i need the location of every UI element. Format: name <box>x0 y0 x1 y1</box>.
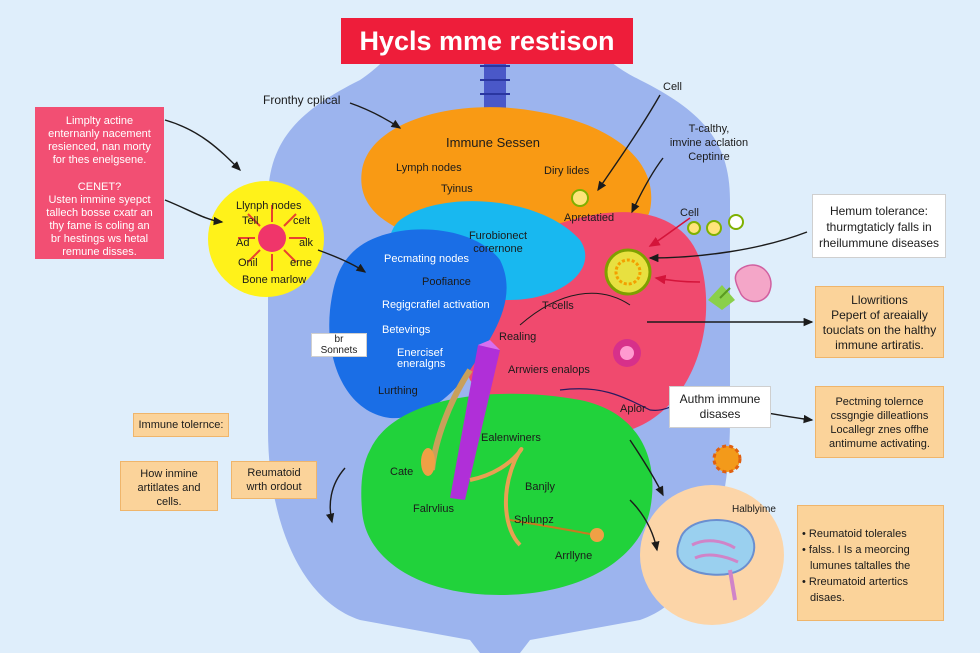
blue-organ-label: Betevings <box>382 324 431 336</box>
lymph-label: Onil <box>238 257 258 269</box>
pink-organ-label: T-cells <box>542 300 574 312</box>
pink-organ-label: Arrwiers enalops <box>508 364 590 376</box>
lymph-label: erne <box>290 257 313 269</box>
cyan-organ-label: Furobionect <box>468 230 528 242</box>
green-organ-label: Arrllyne <box>555 550 593 562</box>
hemum-line: thurmgtaticly falls in <box>826 220 932 234</box>
fronthy-label: Fronthy cplical <box>263 93 341 107</box>
callout-line: CENET? <box>77 181 122 193</box>
reumatoid-tolerics-box: • Reumatoid tolerales • falss. I Is a me… <box>797 505 944 621</box>
callout-line: enternanly nacement <box>48 128 151 140</box>
reumatoid-left-line: wrth ordout <box>246 481 302 493</box>
reumatoid-box: Reumatoid wrth ordout <box>231 461 317 499</box>
lymph-circle-bottom: Bone marlow <box>242 274 307 286</box>
lymph-label: celt <box>293 215 311 227</box>
llowritions-box: Llowritions Pepert of areaially touclats… <box>815 286 944 358</box>
pectming-box: Pectming tolernce cssgngie dilleatlions … <box>815 386 944 458</box>
callout-line: for thes enelgsene. <box>52 154 147 166</box>
cell-label-top: Cell <box>663 81 682 93</box>
aplor-label: Aplor <box>620 403 646 415</box>
blue-organ-label: Enercisef <box>397 347 443 359</box>
callout-line: thy fame is coling an <box>49 220 150 232</box>
llowritions-line: touclats on the halthy <box>822 323 937 337</box>
sonnets-line: br <box>334 334 344 345</box>
how-inmine-line: cells. <box>156 496 182 508</box>
hemum-box: Hemum tolerance: thurmgtaticly falls in … <box>812 194 946 258</box>
pectming-line: Locallegr znes offhe <box>830 424 929 436</box>
brain-icon <box>676 519 756 576</box>
cell-small-1 <box>571 189 589 207</box>
pectming-line: antimume activating. <box>829 438 930 450</box>
lymph-label: Tell <box>242 215 259 227</box>
reumatoid-line: • falss. I Is a meorcing <box>802 544 910 556</box>
blue-organ-label: Lurthing <box>378 385 418 397</box>
llowritions-line: immune artiratis. <box>835 338 924 352</box>
green-organ-label: Falrvlius <box>413 503 454 515</box>
blue-organ <box>329 229 507 419</box>
how-inmine-line: artitlates and <box>137 482 201 494</box>
reumatoid-left-line: Reumatoid <box>247 467 301 479</box>
callout-line: br hestings ws hetal <box>50 233 149 245</box>
reumatoid-line: lumunes taltalles the <box>810 560 911 572</box>
tcalthy-line: T-calthy, <box>688 123 730 135</box>
reumatoid-line: • Rreumatoid artertics <box>802 576 908 588</box>
immune-tolerance-label: Immune tolernce: <box>138 419 224 431</box>
green-organ-label: Splunpz <box>514 514 554 526</box>
hemum-line: rheilummune diseases <box>818 236 940 250</box>
cell-small-4 <box>728 214 744 230</box>
blue-organ-label: eneralgns <box>397 358 446 370</box>
how-inmine-line: How inmine <box>140 468 198 480</box>
callout-line: Limplty actine <box>65 115 134 127</box>
callout-line: tallech bosse cxatr an <box>46 207 153 219</box>
green-organ-label: Banjly <box>525 481 555 493</box>
callout-line: Usten immine syepct <box>48 194 151 206</box>
blue-organ-label: Poofiance <box>422 276 471 288</box>
diagram-title: Hycls mme restison <box>341 18 633 64</box>
orange-organ-label: Tyinus <box>441 183 473 195</box>
left-callout: Limplty actine enternanly nacement resie… <box>35 107 164 259</box>
immune-tolerance-box: Immune tolernce: <box>133 413 229 437</box>
orange-cell <box>712 444 742 474</box>
callout-line: remune disses. <box>62 246 137 258</box>
pectming-line: cssgngie dilleatlions <box>830 410 929 422</box>
reumatoid-line: disaes. <box>810 592 845 604</box>
autm-box: Authm immune disases <box>669 386 771 428</box>
cyan-organ-label: corernone <box>473 243 523 255</box>
vessel <box>450 345 500 500</box>
orange-organ-label: Apretatied <box>564 212 615 224</box>
sonnets-line: Sonnets <box>320 345 358 356</box>
blue-organ-label: Regigcrafiel activation <box>382 299 490 311</box>
tcalthy-label: T-calthy, imvine acclation Ceptinre <box>664 122 754 164</box>
orange-organ-title: Immune Sessen <box>446 135 540 150</box>
hemum-line: Hemum tolerance: <box>829 204 929 218</box>
cell-label-mid: Cell <box>680 207 699 219</box>
blue-organ-label: Pecmating nodes <box>384 253 469 265</box>
orange-organ-label: Diry lides <box>544 165 590 177</box>
cell-large <box>604 248 652 296</box>
reumatoid-line: • Reumatoid tolerales <box>802 528 907 540</box>
callout-line: resienced, nan morty <box>48 141 151 153</box>
pectming-line: Pectming tolernce <box>835 396 924 408</box>
sonnets-box: br Sonnets <box>311 333 367 357</box>
orange-organ-label: Lymph nodes <box>396 162 462 174</box>
green-organ-label: Ealenwiners <box>481 432 541 444</box>
halblyime-label: Halblyime <box>732 504 776 515</box>
llowritions-line: Pepert of areaially <box>831 308 928 322</box>
tcalthy-line: Ceptinre <box>688 151 730 163</box>
pink-organ-label: Realing <box>499 331 537 343</box>
tcalthy-line: imvine acclation <box>669 137 749 149</box>
cell-small-2 <box>687 221 701 235</box>
autm-line: Authm immune <box>679 392 761 406</box>
lymph-circle-title: Llynph nodes <box>236 200 302 212</box>
how-inmine-box: How inmine artitlates and cells. <box>120 461 218 511</box>
lymph-label: Ad <box>236 237 250 249</box>
llowritions-title: Llowritions <box>851 293 908 307</box>
macrophage <box>734 264 772 303</box>
autm-line: disases <box>699 407 741 421</box>
lymph-label: alk <box>299 237 314 249</box>
green-organ-label: Cate <box>390 466 414 478</box>
cell-small-3 <box>706 220 722 236</box>
